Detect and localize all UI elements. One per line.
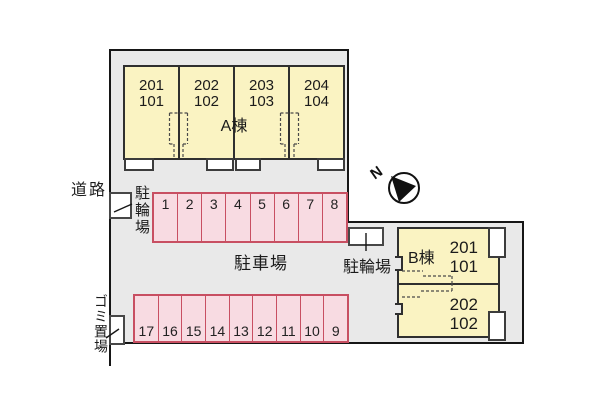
compass-n-letter: N	[367, 163, 386, 183]
bicycle-parking-right-label: 駐輪場	[343, 259, 392, 276]
parking-space: 17	[135, 296, 159, 341]
building-b-unit-2: 202 102	[444, 295, 478, 333]
building-b-notch	[395, 303, 403, 315]
compass-needle	[391, 176, 416, 202]
balcony	[488, 311, 506, 341]
building-a-name: A棟	[220, 118, 248, 135]
bicycle-parking-box-right	[348, 227, 384, 246]
unit-upper: 201	[138, 77, 165, 94]
parking-space: 5	[251, 194, 275, 241]
unit-upper: 201	[449, 238, 478, 257]
parking-row-bottom: 17 16 15 14 13 12 11 10 9	[133, 294, 349, 343]
unit-lower: 101	[138, 93, 165, 110]
parking-space: 11	[277, 296, 301, 341]
unit-lower: 104	[303, 93, 330, 110]
bicycle-parking-box-left	[109, 192, 132, 219]
unit-upper: 204	[303, 77, 330, 94]
building-b-notch	[395, 256, 403, 271]
unit-upper: 202	[449, 295, 478, 314]
entrance-porch	[206, 158, 234, 171]
compass-circle	[388, 172, 420, 204]
entrance-porch	[124, 158, 154, 171]
unit-lower: 102	[449, 314, 478, 333]
parking-lot-label: 駐車場	[234, 254, 288, 273]
parking-space: 15	[182, 296, 207, 341]
parking-space: 13	[230, 296, 254, 341]
parking-space: 12	[253, 296, 278, 341]
entrance-porch	[317, 158, 345, 171]
unit-upper: 202	[193, 77, 220, 94]
parking-space: 9	[331, 323, 340, 339]
parking-space: 4	[226, 194, 251, 241]
garbage-box	[109, 315, 125, 345]
entrance-porch	[235, 158, 261, 171]
building-a-unit-2: 202 102	[180, 67, 235, 158]
parking-space: 1	[154, 194, 179, 241]
parking-space: 16	[159, 296, 183, 341]
balcony	[488, 227, 506, 258]
parking-space: 2	[178, 194, 203, 241]
parking-space: 6	[275, 194, 299, 241]
garbage-area-label: ゴミ置場	[93, 294, 109, 354]
parking-space: 14	[206, 296, 230, 341]
parking-space: 10	[301, 296, 325, 341]
unit-upper: 203	[248, 77, 275, 94]
road-label: 道路	[71, 182, 108, 199]
bicycle-parking-left-label: 駐輪場	[133, 185, 150, 236]
parking-space: 7	[299, 194, 323, 241]
building-b-name: B棟	[408, 250, 435, 267]
unit-lower: 101	[449, 257, 478, 276]
building-b-divider	[399, 283, 498, 285]
building-a: 201 101 202 102 203 103 204 104	[123, 65, 345, 160]
parking-space: 3	[202, 194, 227, 241]
building-a-unit-4: 204 104	[290, 67, 343, 158]
parking-row-top: 1 2 3 4 5 6 7 8	[152, 192, 348, 243]
unit-lower: 102	[193, 93, 220, 110]
unit-lower: 103	[248, 93, 275, 110]
compass-north-indicator: N	[367, 163, 420, 204]
building-b-unit-1: 201 101	[444, 238, 478, 276]
parking-space: 8	[330, 196, 339, 212]
